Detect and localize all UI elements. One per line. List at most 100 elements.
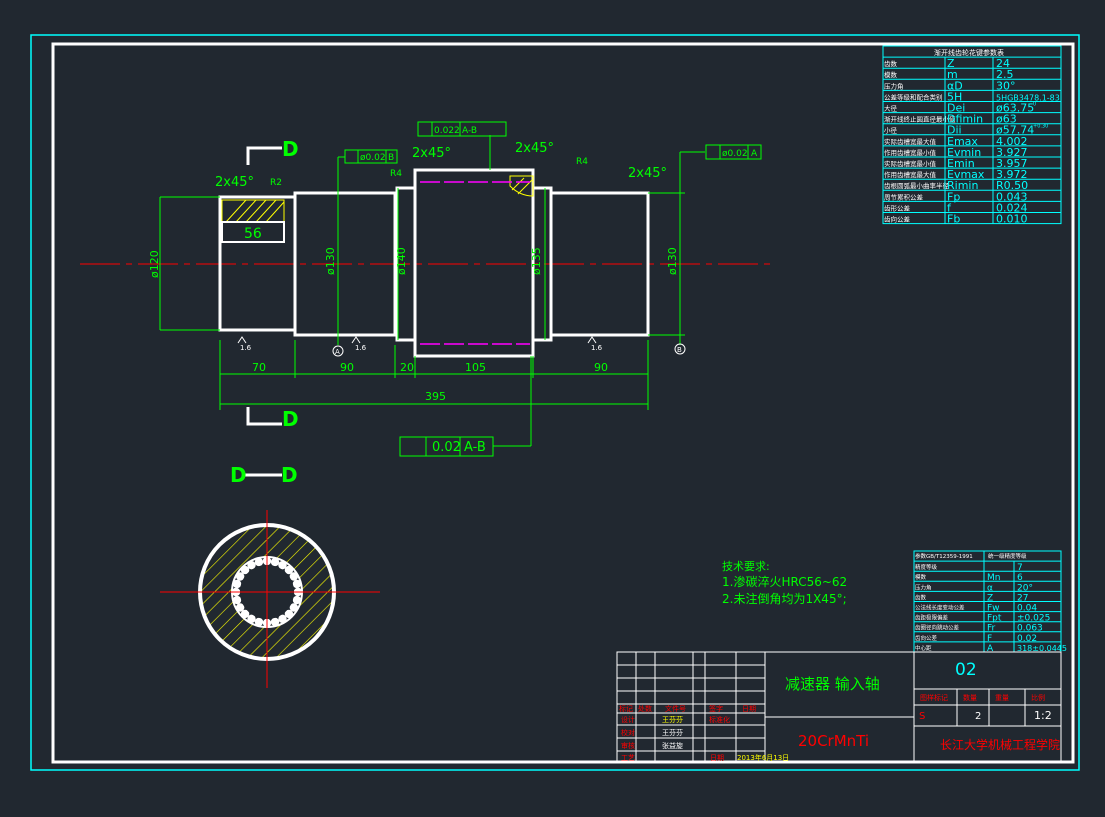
notes-heading: 技术要求: (722, 560, 770, 573)
section-title-right: D (281, 463, 298, 487)
tol-1-value: 0.022 (434, 126, 460, 136)
drawing-frame (51, 42, 1075, 764)
gear-param-value: 0.063 (1017, 624, 1043, 634)
dim-l105: 105 (465, 361, 486, 374)
gear-param-value: 0.02 (1017, 634, 1037, 644)
dimension-lines (159, 135, 705, 447)
gear-param-value: 27 (1017, 593, 1028, 603)
title-block (616, 651, 1062, 763)
tolerance-texts: 0.022 A-B ø0.02 B ø0.02 A 0.02 A-B (360, 126, 758, 455)
spline-param-name: 齿形公差 (884, 203, 911, 212)
spline-table-title: 渐开线齿轮花键参数表 (934, 48, 1004, 57)
gear-param-value: 7 (1017, 563, 1023, 573)
spline-tooth (284, 565, 294, 575)
spline-param-value: 3.927 (996, 146, 1028, 159)
gear-param-name: 公法线长度变动公差 (915, 604, 965, 612)
sign-mark: 标记 (619, 704, 633, 713)
roughness-2: 1.6 (355, 344, 367, 352)
cross-section (160, 510, 380, 688)
dim-l70: 70 (252, 361, 266, 374)
gear-param-symbol: Fpt (987, 614, 1002, 624)
spline-param-symbol: Rimin (947, 179, 978, 192)
tol-2-value: ø0.02 (360, 153, 386, 163)
school-name: 长江大学机械工程学院 (940, 737, 1060, 752)
spline-param-symbol: Dfimin (947, 113, 983, 126)
shaft-view (80, 168, 770, 358)
spline-tooth (235, 572, 245, 581)
spline-tooth (232, 579, 242, 589)
spline-tooth (278, 614, 287, 624)
spline-param-symbol: Fb (947, 213, 960, 226)
spline-param-value: ø63.75 (996, 102, 1034, 115)
spline-param-value: ø63 (996, 113, 1017, 126)
scale: 1:2 (1034, 709, 1052, 722)
notes-line-1: 1.渗碳淬火HRC56~62 (722, 574, 847, 589)
row-process: 工艺 (621, 754, 635, 762)
radius-r2: R2 (270, 178, 282, 188)
drawing-number: 02 (955, 660, 977, 680)
spline-param-symbol: Dii (947, 124, 962, 137)
hdr-qty: 数量 (963, 693, 977, 702)
spline-param-name: 作用齿槽宽最大值 (884, 170, 937, 179)
spline-param-tol-upper: +0.30 (1033, 124, 1048, 130)
sheet-a: S (919, 711, 925, 722)
tol-4-ref: A-B (464, 440, 486, 455)
gear-table-header-left: 参数GB/T12359-1991 (915, 552, 973, 560)
spline-param-symbol: f (947, 201, 952, 214)
gear-param-name: 齿向公差 (915, 634, 938, 642)
spline-param-symbol: Emin (947, 157, 975, 170)
shaft-segment-5 (549, 191, 650, 337)
gear-param-name: 齿数 (915, 593, 927, 601)
spline-hatch (221, 199, 285, 223)
tolerance-frames (344, 121, 762, 457)
date-label: 日期 (710, 754, 724, 762)
spline-param-value: 0.043 (996, 190, 1028, 203)
gear-hatch (509, 175, 534, 197)
spline-tooth (292, 595, 302, 605)
spline-param-name: 小径 (884, 126, 898, 135)
datum-a: A (335, 348, 340, 356)
gear-table-header-right: 统一级精度等级 (988, 552, 1027, 560)
spline-param-value: 2.5 (996, 68, 1014, 81)
spline-param-name: 压力角 (884, 81, 904, 90)
gear-param-symbol: Fr (987, 624, 996, 634)
gear-param-symbol: A (987, 644, 994, 654)
spline-param-value: 0.024 (996, 201, 1028, 214)
hdr-weight: 重量 (995, 694, 1009, 702)
section-markers: D D D D (230, 137, 299, 487)
technical-notes: 技术要求: 1.渗碳淬火HRC56~62 2.未注倒角均为1X45°; (722, 560, 847, 606)
tol-2-ref: B (388, 153, 394, 163)
designer: 王芬芬 (662, 715, 683, 724)
gear-param-name: 齿距极限偏差 (915, 614, 949, 622)
chamfer-4: 2x45° (628, 166, 667, 181)
spline-param-value: 0.010 (996, 213, 1028, 226)
spline-param-value: 4.002 (996, 135, 1028, 148)
gear-param-symbol: Z (987, 593, 993, 603)
keyway-length: 56 (244, 226, 262, 242)
section-d-top: D (282, 137, 299, 161)
gear-param-value: 0.04 (1017, 604, 1037, 614)
title-block-texts: 减速器 输入轴 20CrMnTi 02 长江大学机械工程学院 1:2 S 2 图… (619, 660, 1060, 762)
dim-d120: ø120 (148, 250, 161, 278)
sign-sig: 签字 (709, 704, 723, 713)
spline-param-value: 5HGB3478.1-83 (996, 93, 1060, 102)
shaft-segment-2 (293, 191, 397, 337)
spline-param-value: 3.972 (996, 168, 1028, 181)
spline-param-name: 公差等级和配合类别 (884, 92, 943, 101)
chamfer-1: 2x45° (215, 175, 254, 190)
spline-tooth (278, 560, 287, 570)
tol-1-ref: A-B (462, 126, 477, 136)
gear-param-symbol: α (987, 583, 993, 593)
dim-d130a: ø130 (324, 247, 337, 275)
spline-tooth (240, 565, 250, 575)
spline-param-value: ø57.74 (996, 124, 1034, 137)
roughness-marks: 1.6 1.6 1.6 (237, 336, 603, 352)
checker: 王芬芬 (662, 728, 683, 737)
date: 2013年6月13日 (737, 753, 789, 762)
spline-tooth (270, 557, 280, 567)
spline-tooth (284, 609, 294, 619)
gear-pitch-lines (420, 181, 530, 345)
gear-param-value: 20° (1017, 583, 1033, 593)
shaft-gear-section (413, 168, 535, 358)
